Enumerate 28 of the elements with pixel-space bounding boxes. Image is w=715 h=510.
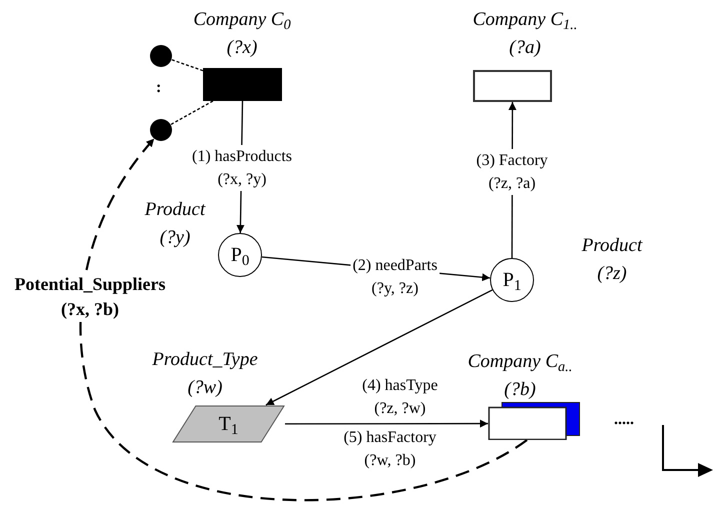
variable-label: Product xyxy=(582,234,642,258)
ellipsis-mark: ..... xyxy=(614,412,634,428)
variable-label: (?y) xyxy=(160,226,190,250)
company-box xyxy=(473,70,552,102)
arrow xyxy=(285,420,488,428)
dashed-connector xyxy=(171,59,204,72)
stacked-company-boxes xyxy=(488,402,580,440)
variable-label: (?z) xyxy=(597,262,627,286)
node-label: T$_{1}$ xyxy=(218,414,238,434)
variable-label: (?w) xyxy=(188,376,222,400)
edge-label: (3) Factory (?z, ?a) xyxy=(474,149,550,195)
product-type-parallelogram xyxy=(172,405,285,443)
dashed-connector xyxy=(170,100,214,126)
node-label: P$_{1}$ xyxy=(502,270,522,290)
node-heading: Company C$_{a..}$ xyxy=(468,350,572,376)
variable-label: Product xyxy=(144,198,206,222)
node-heading: (?a) xyxy=(509,36,541,60)
variable-label: Product_Type xyxy=(152,348,258,372)
node-heading: Company C$_{0}$ xyxy=(193,8,291,34)
ellipsis-mark: : xyxy=(156,80,162,96)
node-heading: (?b) xyxy=(504,378,536,402)
dashed-connector xyxy=(79,138,528,501)
arrow xyxy=(266,289,493,406)
company-box xyxy=(203,68,282,101)
node-label: P$_{0}$ xyxy=(230,245,250,265)
edge-label: (1) hasProducts (?x, ?y) xyxy=(190,145,294,191)
node-heading: (?x) xyxy=(226,36,258,60)
node-heading: Company C$_{1..}$ xyxy=(472,8,578,34)
